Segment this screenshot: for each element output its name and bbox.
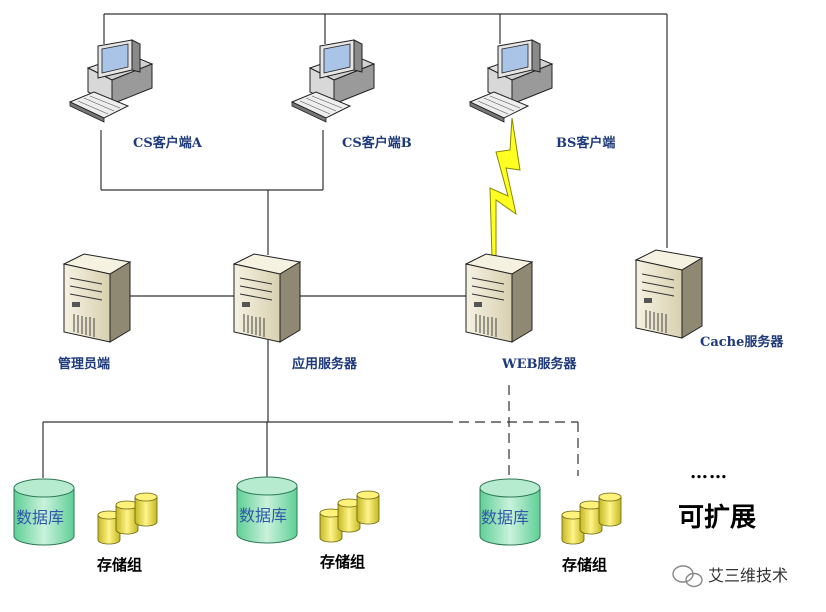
storage-unit-3: 数据库 存储组 <box>479 478 622 574</box>
storage-cylinder-icon <box>598 492 622 527</box>
watermark-text: 艾三维技术 <box>708 566 788 585</box>
web-server-icon <box>465 253 533 343</box>
lightning-icon <box>489 117 521 259</box>
storage-unit-2: 数据库 存储组 <box>236 476 380 571</box>
cache-server-icon <box>635 249 703 339</box>
wechat-icon <box>672 565 703 588</box>
connection-lines <box>42 13 668 478</box>
storage-unit-1: 数据库 存储组 <box>13 478 158 574</box>
bs-client-computer-icon <box>469 39 553 123</box>
admin-server-label: 管理员端 <box>58 356 110 372</box>
app-server-label: 应用服务器 <box>292 356 358 372</box>
admin-server-icon <box>63 253 131 343</box>
storage-group-label: 存储组 <box>97 556 142 574</box>
storage-cylinder-icon <box>134 492 158 527</box>
cs-client-a-computer-icon <box>69 39 153 123</box>
web-server-label: WEB服务器 <box>501 356 577 372</box>
extension-dashed-lines <box>443 385 579 478</box>
watermark: 艾三维技术 <box>672 565 788 588</box>
cs-client-b-computer-icon <box>291 39 375 123</box>
database-label: 数据库 <box>481 508 529 527</box>
storage-group-label: 存储组 <box>320 553 365 571</box>
bs-client-label: BS客户端 <box>556 135 615 151</box>
database-label: 数据库 <box>239 506 287 525</box>
expandable-label: 可扩展 <box>678 503 756 533</box>
ellipsis-dots: …… <box>690 462 728 483</box>
storage-group-label: 存储组 <box>562 556 607 574</box>
cs-client-a-label: CS客户端A <box>133 135 203 151</box>
storage-cylinder-icon <box>356 490 380 525</box>
app-server-icon <box>233 253 301 343</box>
cache-server-label: Cache服务器 <box>700 334 784 350</box>
database-label: 数据库 <box>16 508 64 527</box>
cs-client-b-label: CS客户端B <box>342 135 412 151</box>
